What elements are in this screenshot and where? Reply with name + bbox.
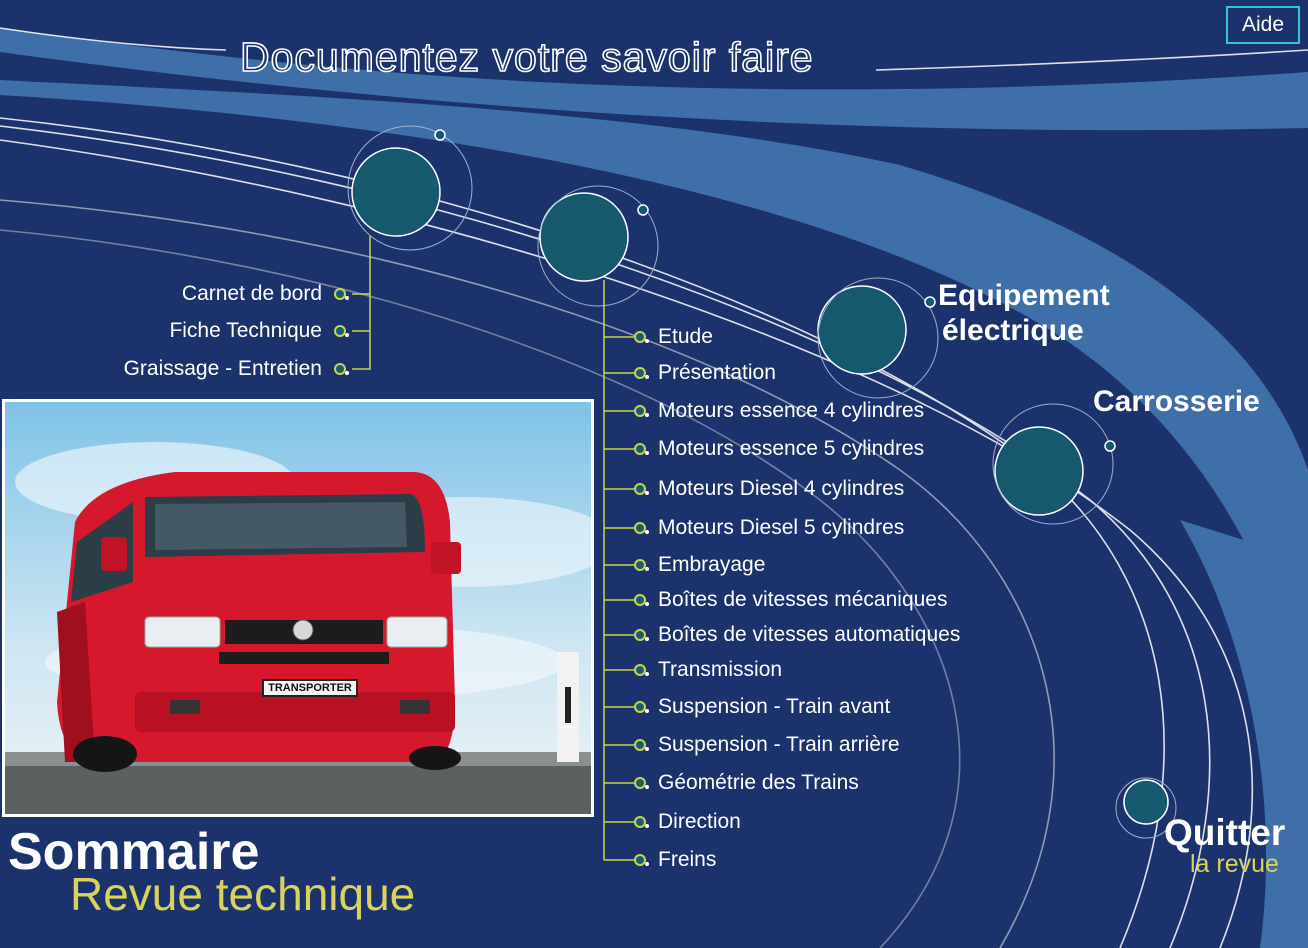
menu-item-direction[interactable]: Direction <box>634 810 741 834</box>
bullet-icon <box>334 288 349 300</box>
menu-item-label: Présentation <box>658 361 776 384</box>
menu-item-suspension-avant[interactable]: Suspension - Train avant <box>634 695 890 719</box>
menu-item-label: Direction <box>658 810 741 833</box>
sommaire-title: Sommaire <box>8 823 260 881</box>
menu-item-boites-mecaniques[interactable]: Boîtes de vitesses mécaniques <box>634 588 948 612</box>
menu-item-label: Moteurs essence 5 cylindres <box>658 437 925 460</box>
bullet-icon <box>334 363 349 375</box>
menu-item-label: Etude <box>658 325 713 348</box>
bullet-icon <box>634 405 649 417</box>
menu-item-graissage-entretien[interactable]: Graissage - Entretien <box>123 357 349 381</box>
menu-item-moteurs-diesel-4[interactable]: Moteurs Diesel 4 cylindres <box>634 477 904 501</box>
category-equipement-electrique[interactable]: Equipement électrique <box>938 278 1110 348</box>
menu-item-geometrie-trains[interactable]: Géométrie des Trains <box>634 771 859 795</box>
menu-item-moteurs-essence-4[interactable]: Moteurs essence 4 cylindres <box>634 399 924 423</box>
menu-item-freins[interactable]: Freins <box>634 848 716 872</box>
menu-item-label: Freins <box>658 848 717 871</box>
menu-item-moteurs-diesel-5[interactable]: Moteurs Diesel 5 cylindres <box>634 516 904 540</box>
bullet-icon <box>634 483 649 495</box>
quit-subtitle[interactable]: la revue <box>1190 850 1279 878</box>
van-illustration <box>5 402 591 814</box>
menu-item-label: Boîtes de vitesses mécaniques <box>658 588 948 611</box>
category-carrosserie[interactable]: Carrosserie <box>1093 385 1260 418</box>
menu-item-carnet-de-bord[interactable]: Carnet de bord <box>181 282 349 306</box>
menu-item-label: Embrayage <box>658 553 766 576</box>
menu-item-embrayage[interactable]: Embrayage <box>634 553 765 577</box>
menu-item-transmission[interactable]: Transmission <box>634 658 782 682</box>
menu-item-label: Géométrie des Trains <box>658 771 859 794</box>
menu-item-label: Moteurs Diesel 5 cylindres <box>658 516 905 539</box>
bullet-icon <box>334 325 349 337</box>
page-title: Documentez votre savoir faire <box>239 33 814 81</box>
bullet-icon <box>634 331 649 343</box>
menu-item-label: Boîtes de vitesses automatiques <box>658 623 961 646</box>
bullet-icon <box>634 522 649 534</box>
category-label-line1: Equipement <box>938 279 1110 312</box>
menu-item-presentation[interactable]: Présentation <box>634 361 776 385</box>
menu-item-moteurs-essence-5[interactable]: Moteurs essence 5 cylindres <box>634 437 924 461</box>
menu-item-label: Moteurs Diesel 4 cylindres <box>658 477 905 500</box>
bullet-icon <box>634 816 649 828</box>
menu-item-fiche-technique[interactable]: Fiche Technique <box>169 319 349 343</box>
menu-item-label: Transmission <box>658 658 783 681</box>
menu-item-label: Graissage - Entretien <box>123 357 322 380</box>
menu-item-label: Carnet de bord <box>181 282 322 305</box>
category-nodes <box>347 125 1177 839</box>
menu-item-suspension-arriere[interactable]: Suspension - Train arrière <box>634 733 900 757</box>
license-plate: TRANSPORTER <box>262 679 358 697</box>
bullet-icon <box>634 594 649 606</box>
bullet-icon <box>634 559 649 571</box>
quit-button[interactable]: Quitter <box>1164 812 1286 853</box>
menu-item-boites-automatiques[interactable]: Boîtes de vitesses automatiques <box>634 623 960 647</box>
bullet-icon <box>634 367 649 379</box>
menu-item-label: Fiche Technique <box>169 319 322 342</box>
bullet-icon <box>634 701 649 713</box>
bullet-icon <box>634 777 649 789</box>
bullet-icon <box>634 854 649 866</box>
bullet-icon <box>634 664 649 676</box>
menu-item-etude[interactable]: Etude <box>634 325 713 349</box>
help-button[interactable]: Aide <box>1226 6 1300 44</box>
bullet-icon <box>634 739 649 751</box>
revue-subtitle: Revue technique <box>70 868 416 920</box>
category-label-line2: électrique <box>942 314 1084 347</box>
bullet-icon <box>634 629 649 641</box>
vehicle-photo: TRANSPORTER <box>2 399 594 817</box>
menu-item-label: Moteurs essence 4 cylindres <box>658 399 925 422</box>
bullet-icon <box>634 443 649 455</box>
menu-item-label: Suspension - Train arrière <box>658 733 900 756</box>
menu-item-label: Suspension - Train avant <box>658 695 891 718</box>
